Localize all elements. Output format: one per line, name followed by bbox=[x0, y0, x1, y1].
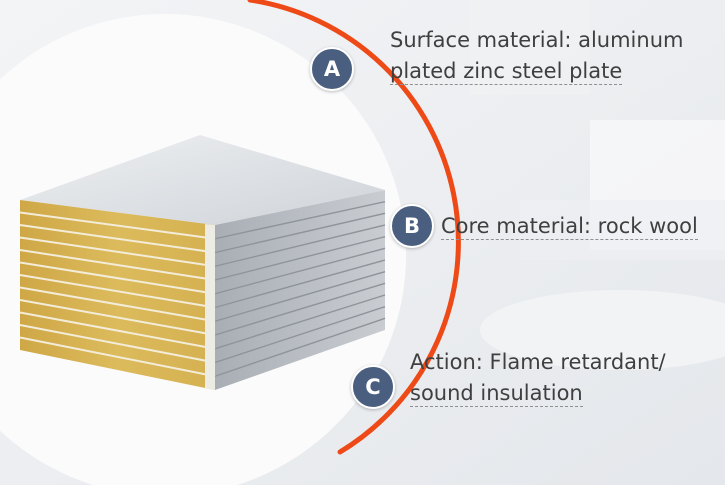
callout-b-text: Core material: rock wool bbox=[441, 211, 698, 242]
callout-badge-a: A bbox=[310, 47, 354, 91]
callout-badge-c: C bbox=[351, 365, 395, 409]
callout-a-text: Surface material: aluminum plated zinc s… bbox=[390, 25, 683, 87]
callout-a-line-2: plated zinc steel plate bbox=[390, 59, 623, 85]
callout-b-line-1: Core material: rock wool bbox=[441, 214, 698, 240]
callout-c-text: Action: Flame retardant/ sound insulatio… bbox=[410, 347, 666, 409]
callout-c-line-2: sound insulation bbox=[410, 381, 583, 407]
callout-a-line-1: Surface material: aluminum bbox=[390, 28, 684, 52]
callout-c-line-1: Action: Flame retardant/ bbox=[410, 350, 666, 374]
callout-badge-b: B bbox=[390, 204, 434, 248]
